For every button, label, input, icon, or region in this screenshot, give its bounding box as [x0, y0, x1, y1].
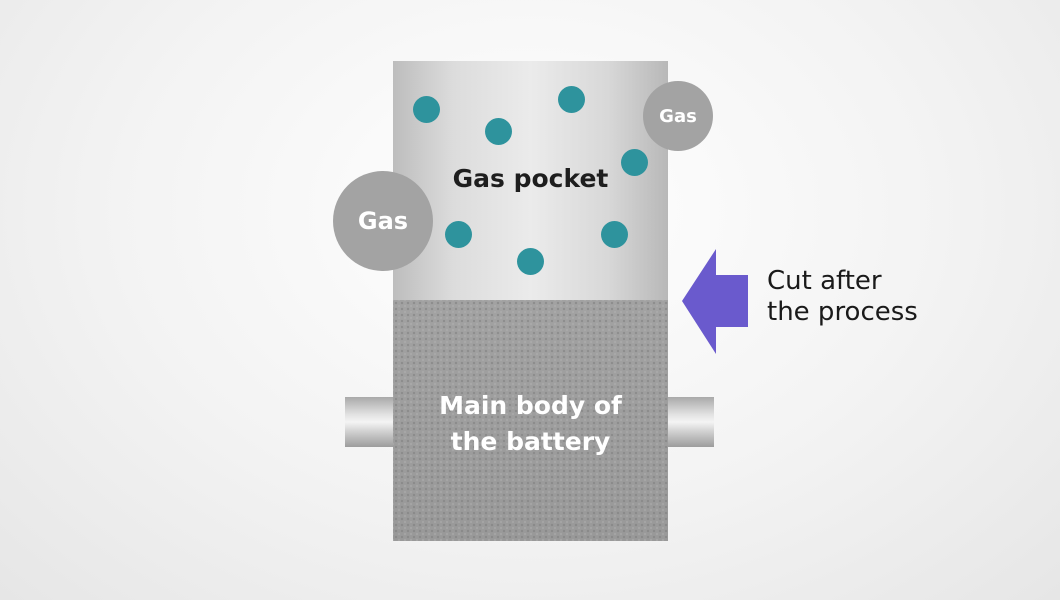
- gas-particle: [601, 221, 628, 248]
- gas-particle: [558, 86, 585, 113]
- right-terminal: [664, 397, 714, 447]
- cut-label: Cut after the process: [767, 266, 918, 328]
- left-terminal: [345, 397, 397, 447]
- cut-label-line2: the process: [767, 297, 918, 327]
- gas-particle: [621, 149, 648, 176]
- cut-label-line1: Cut after: [767, 266, 882, 296]
- gas-particle: [517, 248, 544, 275]
- gas-pocket-label: Gas pocket: [452, 164, 609, 193]
- main-body-label: Main body of the battery: [393, 388, 668, 460]
- gas-bubble-large-label: Gas: [357, 207, 409, 235]
- gas-particle: [413, 96, 440, 123]
- gas-bubble-small: Gas: [643, 81, 713, 151]
- gas-particle: [445, 221, 472, 248]
- gas-particle: [485, 118, 512, 145]
- gas-bubble-large: Gas: [333, 171, 433, 271]
- gas-bubble-small-label: Gas: [659, 105, 697, 127]
- main-body-label-line2: the battery: [450, 427, 611, 456]
- cut-arrow-icon: [682, 249, 748, 354]
- battery-main-body: [393, 300, 668, 541]
- main-body-label-line1: Main body of: [439, 391, 622, 420]
